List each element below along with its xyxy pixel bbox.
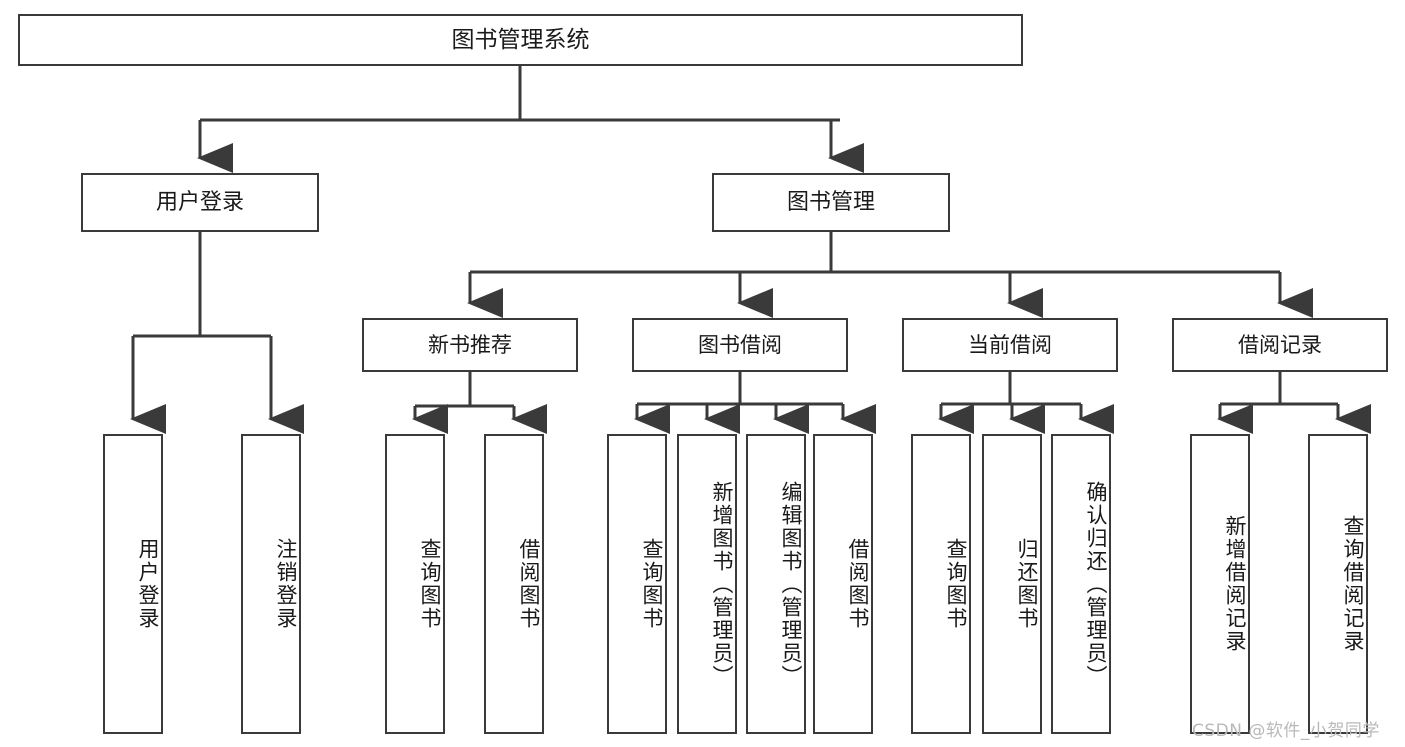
leaf-borrow-book-2-label: 借阅图书 — [846, 538, 870, 630]
node-current-borrow[interactable]: 当前借阅 — [902, 318, 1118, 372]
node-borrow-record[interactable]: 借阅记录 — [1172, 318, 1388, 372]
leaf-confirm-return-admin-label: 确认归还（管理员） — [1084, 480, 1108, 688]
leaf-return-book-label: 归还图书 — [1015, 538, 1039, 630]
leaf-edit-book-admin[interactable]: 编辑图书（管理员） — [746, 434, 806, 734]
node-user-login[interactable]: 用户登录 — [81, 173, 319, 232]
node-user-login-label: 用户登录 — [155, 189, 244, 215]
leaf-return-book[interactable]: 归还图书 — [982, 434, 1042, 734]
leaf-query-book-3-label: 查询图书 — [944, 538, 968, 630]
node-new-book-recommend[interactable]: 新书推荐 — [362, 318, 578, 372]
leaf-user-logout[interactable]: 注销登录 — [241, 434, 301, 734]
leaf-query-borrow-record-label: 查询借阅记录 — [1341, 515, 1365, 653]
node-borrow-record-label: 借阅记录 — [1238, 332, 1322, 357]
node-book-manage-label: 图书管理 — [786, 189, 875, 215]
leaf-query-book-3[interactable]: 查询图书 — [911, 434, 971, 734]
leaf-borrow-book-1[interactable]: 借阅图书 — [484, 434, 544, 734]
watermark: CSDN @软件_小贺同学 — [1192, 721, 1380, 741]
node-root[interactable]: 图书管理系统 — [18, 14, 1023, 66]
node-book-borrow-label: 图书借阅 — [698, 332, 782, 357]
node-book-borrow[interactable]: 图书借阅 — [632, 318, 848, 372]
leaf-query-borrow-record[interactable]: 查询借阅记录 — [1308, 434, 1368, 734]
leaf-user-login[interactable]: 用户登录 — [103, 434, 163, 734]
node-new-book-recommend-label: 新书推荐 — [428, 332, 512, 357]
leaf-add-borrow-record-label: 新增借阅记录 — [1223, 515, 1247, 653]
leaf-user-login-label: 用户登录 — [136, 538, 160, 630]
leaf-add-borrow-record[interactable]: 新增借阅记录 — [1190, 434, 1250, 734]
leaf-borrow-book-1-label: 借阅图书 — [517, 538, 541, 630]
leaf-query-book-2-label: 查询图书 — [640, 538, 664, 630]
leaf-query-book-1[interactable]: 查询图书 — [385, 434, 445, 734]
leaf-query-book-2[interactable]: 查询图书 — [607, 434, 667, 734]
leaf-user-logout-label: 注销登录 — [274, 538, 298, 630]
leaf-edit-book-admin-label: 编辑图书（管理员） — [779, 480, 803, 688]
leaf-add-book-admin-label: 新增图书（管理员） — [710, 480, 734, 688]
node-book-manage[interactable]: 图书管理 — [712, 173, 950, 232]
node-root-label: 图书管理系统 — [451, 26, 590, 53]
leaf-add-book-admin[interactable]: 新增图书（管理员） — [677, 434, 737, 734]
leaf-confirm-return-admin[interactable]: 确认归还（管理员） — [1051, 434, 1111, 734]
leaf-query-book-1-label: 查询图书 — [418, 538, 442, 630]
leaf-borrow-book-2[interactable]: 借阅图书 — [813, 434, 873, 734]
node-current-borrow-label: 当前借阅 — [968, 332, 1052, 357]
